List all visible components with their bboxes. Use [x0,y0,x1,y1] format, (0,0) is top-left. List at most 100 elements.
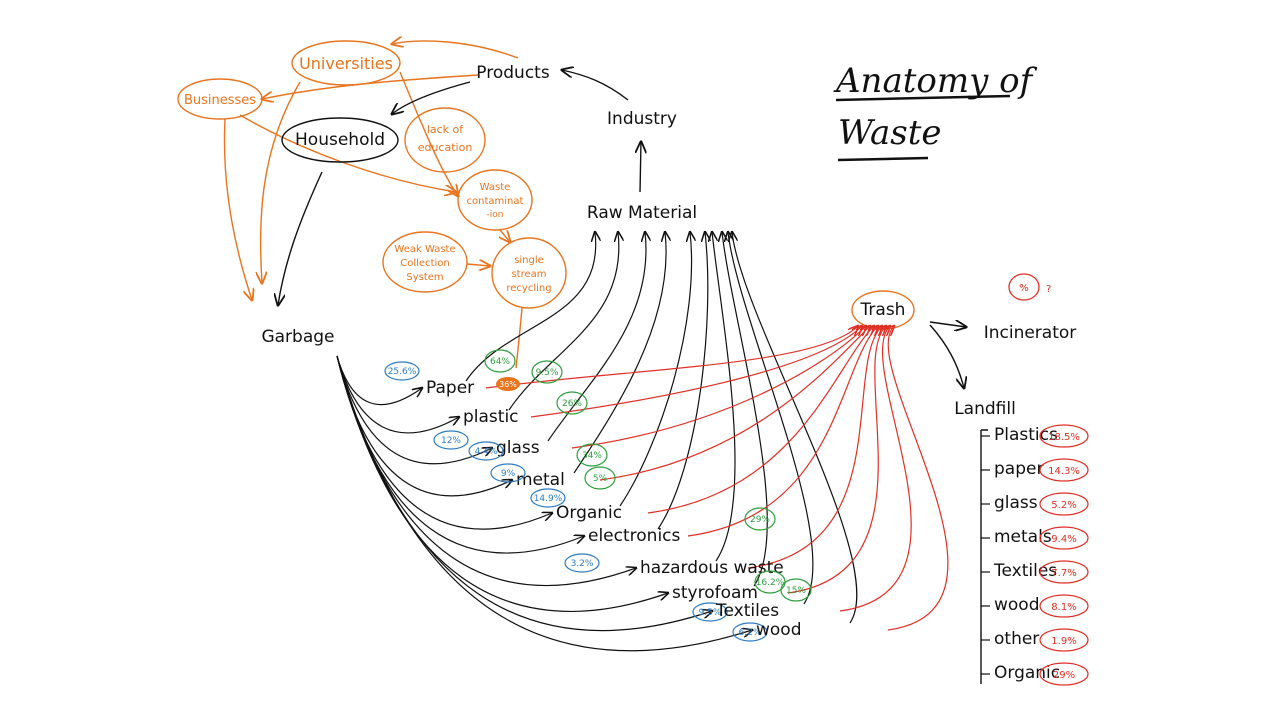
green-percent: 15% [786,586,806,596]
incinerator-question: ? [1046,284,1051,295]
title-block: Anatomy of Waste [833,61,1038,162]
category-list: Paper25.6%64%36%plastic12%9.5%glass4.4%2… [384,349,812,642]
garbage-arrow [336,355,668,613]
landfill-value-ring [1039,424,1089,448]
businesses-label: Businesses [184,93,256,108]
landfill-item-value: 14.3% [1048,466,1080,477]
landfill-item-label: wood [994,595,1040,615]
raw-material-arrow [722,232,768,587]
trash-arrow [530,326,862,418]
blue-percent: 4.4% [475,447,498,457]
trash-arrows [485,326,949,631]
landfill-value-ring [1039,526,1089,550]
landfill-value-ring [1039,628,1089,652]
contamination-label-3: -ion [487,210,504,220]
green-percent-ring [744,507,776,531]
landfill-label: Landfill [954,399,1016,419]
landfill-item-value: 8.1% [1051,602,1076,613]
category-label: Organic [556,503,622,523]
green-percent-ring [556,391,588,415]
trash-arrow [888,326,949,631]
products-label: Products [476,63,550,83]
garbage-arrows [336,355,752,652]
landfill-item-value: 29% [1053,670,1075,681]
garbage-arrow [336,355,492,465]
raw-material-arrow [465,232,596,382]
weak-waste-label-3: System [406,272,443,283]
single-stream-label-1: single [514,255,544,266]
industry-label: Industry [607,109,677,129]
weak-waste-circle [382,231,468,293]
green-percent: 29% [750,515,770,525]
blue-percent-ring [564,553,600,573]
contamination-label-2: contaminat [467,196,524,207]
category-label: hazardous waste [640,558,784,578]
single-stream-circle [491,237,567,309]
blue-percent: 6.2% [739,628,762,638]
orange-labels: Universities Businesses lack of educatio… [184,54,552,294]
trash-arrow [687,326,878,537]
blue-percent-ring [384,361,420,381]
incinerator-label: Incinerator [984,323,1077,343]
orange-cluster [177,41,915,369]
garbage-arrow [336,355,459,434]
household-label: Household [295,130,385,150]
category-label: styrofoam [672,583,758,603]
green-percent: 5% [593,474,608,484]
trash-label: Trash [860,300,906,320]
weak-waste-label-2: Collection [400,258,449,269]
raw-material-arrow [547,232,646,442]
garbage-arrow [336,355,752,652]
green-percent-ring [780,578,812,602]
landfill-item-value: 18.5% [1048,432,1080,443]
blue-percent: 25.6% [388,367,417,377]
orange-percent: 36% [499,380,517,389]
blue-percent: 9% [501,469,516,479]
category-label: Textiles [715,601,779,621]
blue-percent-ring [530,488,566,508]
raw-material-arrows [465,232,858,624]
contamination-label-1: Waste [480,182,511,193]
single-stream-label-3: recycling [506,283,551,294]
blue-percent-ring [490,463,526,483]
trash-arrow [599,326,870,481]
category-label: Paper [426,378,474,398]
landfill-item-label: other [994,629,1039,649]
blue-percent: 14.9% [534,494,563,504]
landfill-item-value: 9.4% [1051,534,1076,545]
single-stream-label-2: stream [511,269,546,280]
raw-material-label: Raw Material [587,203,697,223]
landfill-value-ring [1039,492,1089,516]
raw-material-arrow [657,232,708,530]
raw-material-arrow [619,232,692,507]
category-label: metal [516,470,565,490]
landfill-item-label: metals [994,527,1052,547]
weak-waste-label-1: Weak Waste [394,244,455,255]
landfill-value-ring [1039,594,1089,618]
green-percent: 64% [490,357,510,367]
raw-material-arrow [508,232,619,411]
black-structure [278,70,988,684]
black-labels: Household Products Industry Raw Material… [261,63,1076,419]
landfill-item-label: glass [994,493,1038,513]
green-percent: 16.2% [756,578,785,588]
universities-label: Universities [299,54,393,73]
education-label-1: lack of [427,123,464,136]
blue-percent-ring [692,602,728,622]
category-label: glass [496,438,540,458]
blue-percent: 9.5% [699,608,722,618]
green-percent-ring [484,349,516,373]
trash-arrow [839,326,912,612]
household-ellipse [281,117,399,163]
landfill-item-value: 7.7% [1051,568,1076,579]
trash-arrow [485,326,858,389]
category-label: electronics [588,526,681,546]
landfill-value-ring [1039,662,1089,686]
blue-percent-ring [732,622,768,642]
landfill-item-label: paper [994,459,1043,479]
title-line-2: Waste [838,113,942,153]
blue-percent-ring [468,441,504,461]
